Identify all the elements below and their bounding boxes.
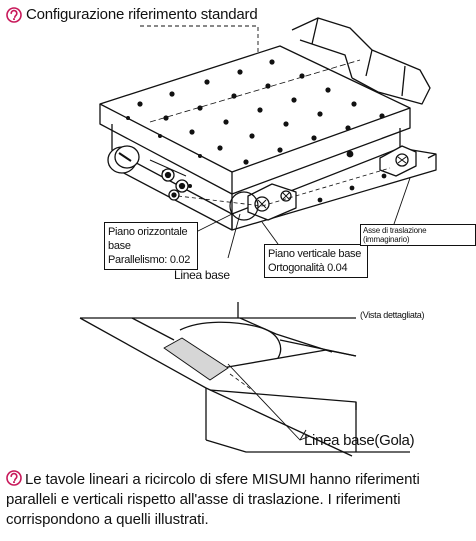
detail-view bbox=[79, 302, 410, 457]
base-front bbox=[231, 147, 437, 231]
base-plane-line1: Piano orizzontale base bbox=[108, 226, 188, 252]
footnote: Le tavole lineari a ricircolo di sfere M… bbox=[6, 470, 466, 530]
axis-label: Asse di traslazione (immaginario) bbox=[363, 226, 427, 244]
top-plate bbox=[99, 45, 411, 173]
detail-view-label: (Vista dettagliata) bbox=[360, 310, 425, 320]
vertical-plane-line1: Piano verticale base bbox=[268, 248, 362, 260]
base-plane-line2: Parallelismo: 0.02 bbox=[108, 254, 191, 266]
groove-highlight bbox=[163, 337, 229, 381]
vertical-plane-callout: Piano verticale base Ortogonalità 0.04 bbox=[264, 244, 368, 278]
vertical-plane-line2: Ortogonalità 0.04 bbox=[268, 262, 348, 274]
diagram-title: Configurazione riferimento standard bbox=[6, 6, 258, 23]
groove-line-label: Linea base(Gola) bbox=[304, 432, 415, 449]
title-text: Configurazione riferimento standard bbox=[26, 6, 258, 23]
base-line-label: Linea base bbox=[174, 268, 230, 282]
hint-icon bbox=[6, 470, 22, 486]
detail-circle bbox=[229, 191, 259, 221]
hint-icon bbox=[6, 6, 22, 23]
base-plane-callout: Piano orizzontale base Parallelismo: 0.0… bbox=[104, 222, 198, 270]
axis-callout: Asse di traslazione (immaginario) bbox=[360, 224, 476, 246]
footnote-text: Le tavole lineari a ricircolo di sfere M… bbox=[6, 471, 420, 528]
